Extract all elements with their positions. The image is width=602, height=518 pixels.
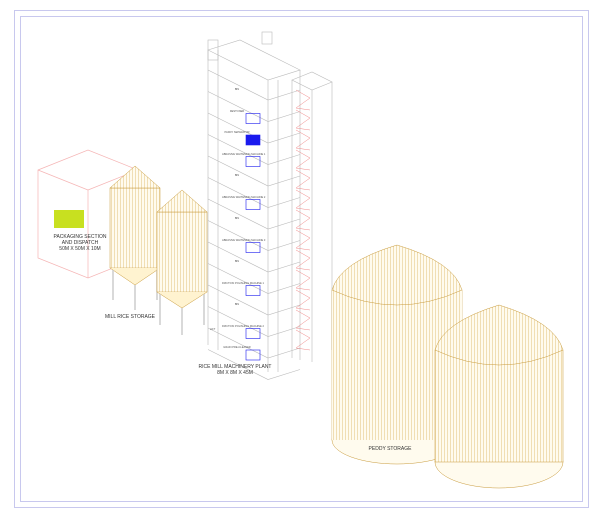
floor-label: ABRASIVE WHITENING MACHINE 1 bbox=[222, 152, 266, 156]
packaging-label: PACKAGING SECTION AND DISPATCH 50M X 50M… bbox=[40, 234, 120, 252]
floor-slab bbox=[207, 306, 301, 337]
floor-label: BIN bbox=[234, 260, 240, 263]
floor-slab bbox=[207, 155, 301, 187]
stair-flight bbox=[295, 209, 311, 231]
stair-flight bbox=[295, 149, 311, 171]
stair-flight bbox=[295, 289, 311, 311]
plant-label: RICE MILL MACHINERY PLANT 8M X 8M X 45M bbox=[190, 364, 280, 376]
machine-icon bbox=[245, 242, 261, 253]
plant-size: 8M X 8M X 45M bbox=[217, 370, 253, 376]
floor-slab bbox=[207, 220, 301, 251]
floor-slab bbox=[207, 327, 301, 359]
floor-slab bbox=[207, 69, 301, 101]
packaging-image bbox=[54, 210, 84, 228]
floor-slab bbox=[207, 134, 301, 165]
floor-label: DESTONER bbox=[229, 109, 245, 113]
floor-slab bbox=[207, 263, 301, 294]
stair-flight bbox=[295, 109, 311, 131]
stairs bbox=[295, 89, 311, 351]
machine-icon bbox=[245, 285, 261, 296]
floor-slab bbox=[207, 91, 301, 122]
packaging-title: PACKAGING SECTION bbox=[53, 234, 107, 240]
floor-slab bbox=[207, 349, 301, 380]
floor-slab bbox=[207, 112, 301, 144]
floor-slab bbox=[207, 241, 301, 273]
machine-icon bbox=[245, 328, 261, 339]
packaging-size: 50M X 50M X 10M bbox=[59, 246, 101, 252]
mill-rice-storage-label: MILL RICE STORAGE bbox=[104, 314, 155, 320]
mill-rice-silo-2 bbox=[156, 189, 208, 335]
stair-flight bbox=[295, 89, 311, 111]
mill-rice-silo-1 bbox=[109, 165, 161, 310]
floor-label: FRICTION POLISHING MACHINE 1 bbox=[222, 281, 264, 285]
stair-flight bbox=[295, 269, 311, 291]
stair-tower bbox=[291, 71, 333, 362]
machine-icon bbox=[245, 349, 261, 361]
stair-flight bbox=[295, 329, 311, 351]
stair-flight bbox=[295, 169, 311, 191]
floor-label: BIN bbox=[234, 303, 240, 306]
packaging-subtitle: AND DISPATCH bbox=[61, 240, 99, 246]
floor-slab bbox=[207, 198, 301, 230]
lift-label: LIFT bbox=[210, 328, 216, 331]
paddy-silo-2 bbox=[434, 304, 564, 489]
floor-label: ABRASIVE WHITENING MACHINE 2 bbox=[222, 195, 266, 199]
floor-label: BIN bbox=[234, 88, 240, 91]
inner-frame bbox=[20, 16, 583, 502]
paddy-storage-label: PEDDY STORAGE bbox=[368, 446, 412, 452]
stair-flight bbox=[295, 229, 311, 251]
machine-icon bbox=[245, 134, 261, 146]
floor-label: ABRASIVE WHITENING MACHINE 3 bbox=[222, 238, 266, 242]
stair-flight bbox=[295, 189, 311, 211]
stair-flight bbox=[295, 249, 311, 271]
floor-label: BIN bbox=[234, 217, 240, 220]
machine-icon bbox=[245, 113, 261, 124]
floor-slab bbox=[207, 177, 301, 208]
machines bbox=[245, 113, 261, 361]
plant-title: RICE MILL MACHINERY PLANT bbox=[198, 364, 272, 370]
floor-lines bbox=[207, 69, 301, 380]
machine-icon bbox=[245, 156, 261, 167]
stair-flight bbox=[295, 309, 311, 331]
floor-label: PADDY SEPARATOR bbox=[224, 131, 250, 134]
stair-flight bbox=[295, 129, 311, 151]
plant-tower bbox=[207, 31, 301, 372]
floor-label: BIN bbox=[234, 174, 240, 177]
floor-label: GRAIN PRE-CLEANER bbox=[223, 346, 251, 349]
machine-icon bbox=[245, 199, 261, 210]
floor-slab bbox=[207, 284, 301, 316]
floor-label: FRICTION POLISHING MACHINE 2 bbox=[222, 324, 264, 328]
outer-frame bbox=[14, 10, 589, 508]
